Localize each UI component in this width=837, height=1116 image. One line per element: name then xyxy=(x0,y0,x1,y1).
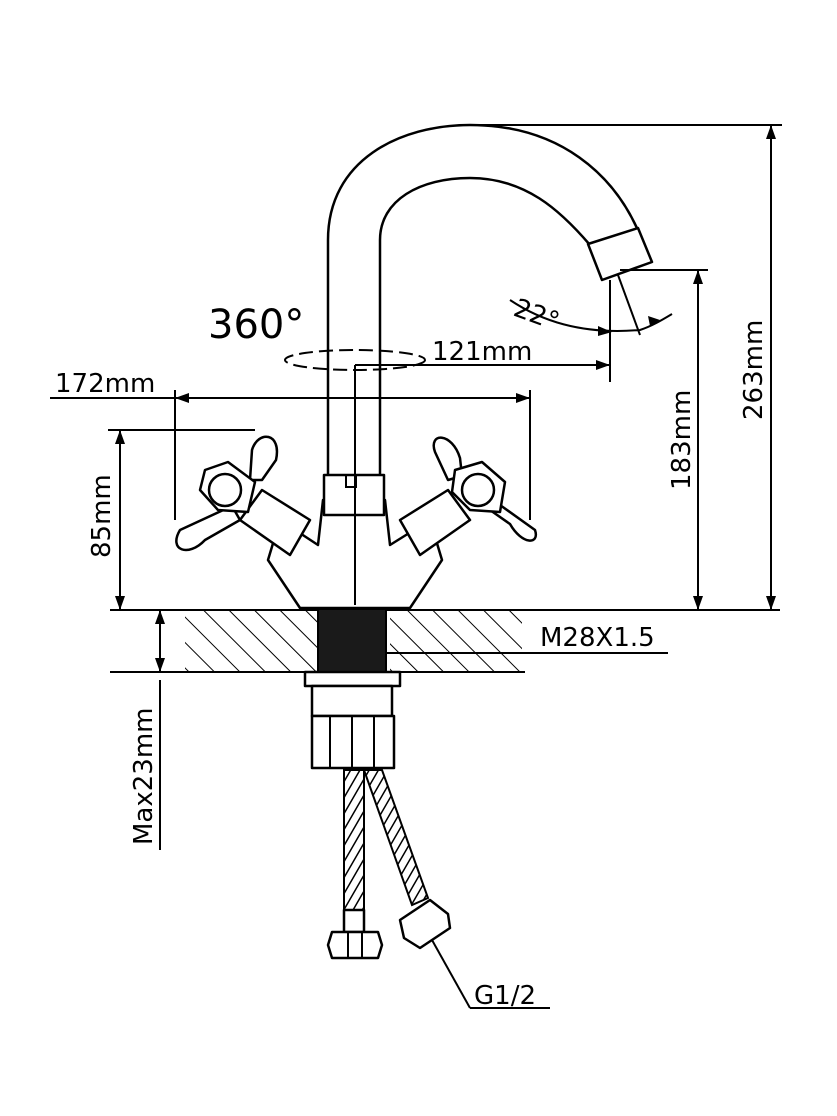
spout-angle-label: 22° xyxy=(510,293,564,337)
dim-max-thickness xyxy=(155,610,165,850)
spout-reach-label: 121mm xyxy=(432,337,532,367)
spout-height-label: 183mm xyxy=(667,390,697,490)
right-hose-nut xyxy=(398,898,452,950)
rotation-label: 360° xyxy=(208,302,304,348)
countertop-section xyxy=(110,609,780,673)
dim-handle-height xyxy=(108,429,255,610)
dim-spout-height xyxy=(620,269,708,610)
handle-span-label: 172mm xyxy=(55,369,155,399)
max-thickness-label: Max23mm xyxy=(129,708,159,846)
spout xyxy=(326,123,654,477)
total-height-label: 263mm xyxy=(739,320,769,420)
dim-connector xyxy=(431,939,550,1009)
dim-spout-angle xyxy=(509,274,673,336)
mounting-stud xyxy=(318,610,386,672)
right-valve xyxy=(398,436,538,557)
rotation-indicator xyxy=(284,349,426,605)
left-valve xyxy=(175,435,312,557)
left-hose xyxy=(343,769,365,916)
thread-label: M28X1.5 xyxy=(540,623,655,653)
right-hose xyxy=(362,769,430,907)
left-hose-nut xyxy=(326,930,384,960)
under-counter-fittings xyxy=(303,670,452,960)
faucet-body xyxy=(175,435,538,610)
handle-height-label: 85mm xyxy=(87,474,117,558)
dim-total-height xyxy=(480,124,782,610)
dim-handle-span xyxy=(50,390,531,520)
connector-label: G1/2 xyxy=(474,981,536,1011)
spout-aerator xyxy=(586,226,654,282)
